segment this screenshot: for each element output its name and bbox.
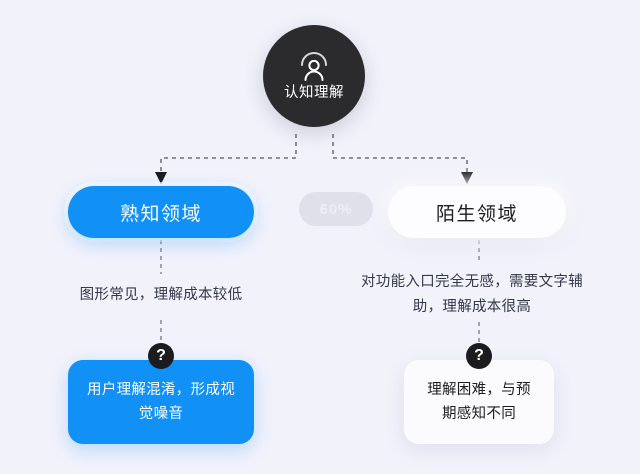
caption-left: 图形常见，理解成本较低	[79, 287, 243, 303]
question-badge-right[interactable]: ?	[466, 343, 492, 369]
caption-right: 对功能入口完全无感，需要文字辅助，理解成本很高	[361, 274, 583, 315]
ghost-percent-label: 60%	[319, 200, 353, 218]
arrowhead-left	[155, 172, 167, 184]
ghost-percent-badge: 60%	[299, 192, 373, 226]
pill-unfamiliar-label: 陌生领域	[435, 203, 518, 225]
outcome-card-left[interactable]: 用户理解混淆，形成视觉噪音	[68, 360, 254, 444]
pill-known-label: 熟知领域	[119, 203, 202, 225]
hub-node-cognition[interactable]: 认知理解	[263, 25, 365, 127]
arrowhead-right	[461, 172, 473, 184]
question-mark-icon: ?	[156, 347, 166, 364]
hub-label: 认知理解	[284, 84, 344, 101]
pill-known-domain[interactable]: 熟知领域	[68, 186, 254, 238]
question-mark-icon: ?	[474, 347, 484, 364]
outcome-card-left-text: 用户理解混淆，形成视觉噪音	[87, 382, 235, 422]
pill-unfamiliar-domain[interactable]: 陌生领域	[388, 186, 566, 238]
outcome-card-right-text: 理解困难，与预期感知不同	[427, 382, 531, 422]
question-badge-left[interactable]: ?	[148, 343, 174, 369]
outcome-card-right[interactable]: 理解困难，与预期感知不同	[404, 360, 554, 444]
user-person-icon	[301, 51, 327, 81]
connector-hub-to-left	[160, 134, 297, 172]
connector-hub-to-right	[332, 134, 468, 172]
